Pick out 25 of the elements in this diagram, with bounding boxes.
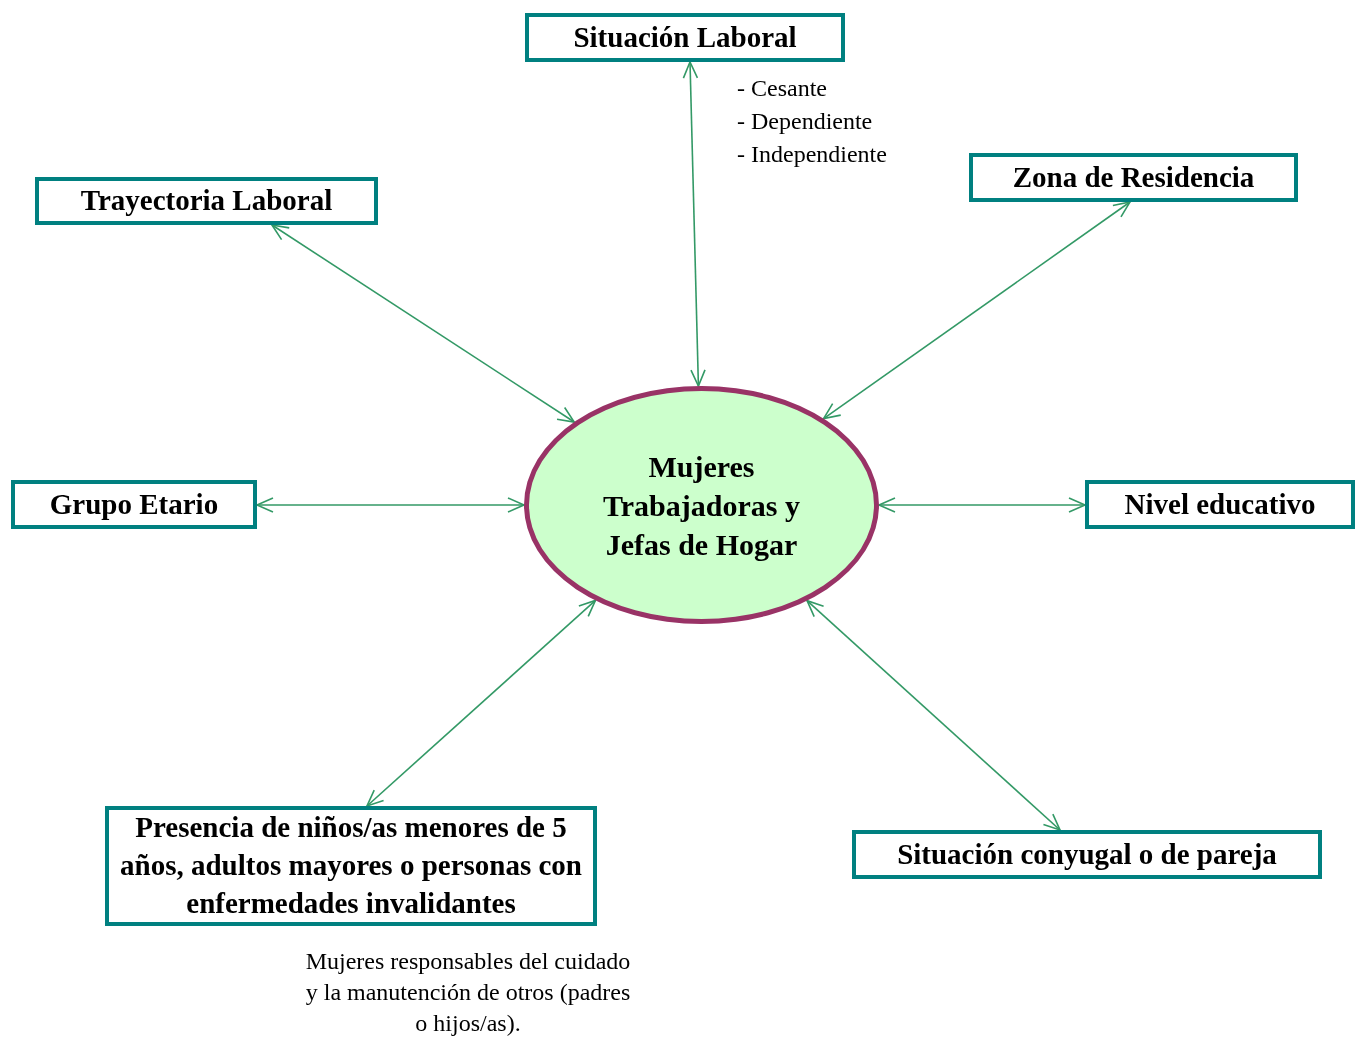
category-box [969, 153, 1298, 202]
annotation-text: - Dependiente [737, 107, 874, 136]
double-arrow [682, 61, 706, 387]
annotation-text: - Independiente [737, 140, 888, 169]
category-box [852, 830, 1322, 879]
category-box [525, 13, 845, 62]
node-label: Trayectoria Laboral [80, 183, 333, 219]
category-box [11, 480, 257, 529]
double-arrow [822, 201, 1131, 420]
category-box [1085, 480, 1355, 529]
node-label: Zona de Residencia [1012, 159, 1255, 195]
annotation-text: Mujeres responsables del cuidado y la manutención de otros (padres o hijos/as). [304, 947, 632, 1038]
annotation-text: - Cesante [737, 74, 828, 103]
double-arrow [271, 224, 576, 423]
category-box [35, 177, 378, 225]
node-label: Mujeres Trabajadoras y Jefas de Hogar [602, 448, 801, 563]
node-label: Nivel educativo [1124, 486, 1316, 522]
node-label: Situación Laboral [573, 19, 797, 55]
double-arrow [878, 497, 1086, 513]
double-arrow [806, 599, 1061, 831]
double-arrow [256, 497, 525, 513]
node-label: Presencia de niños/as menores de 5 años, adultos mayores o personas con enfermedades invalidantes [119, 810, 583, 921]
double-arrow [366, 599, 597, 807]
node-label: Grupo Etario [49, 486, 219, 522]
node-label: Situación conyugal o de pareja [897, 836, 1277, 872]
